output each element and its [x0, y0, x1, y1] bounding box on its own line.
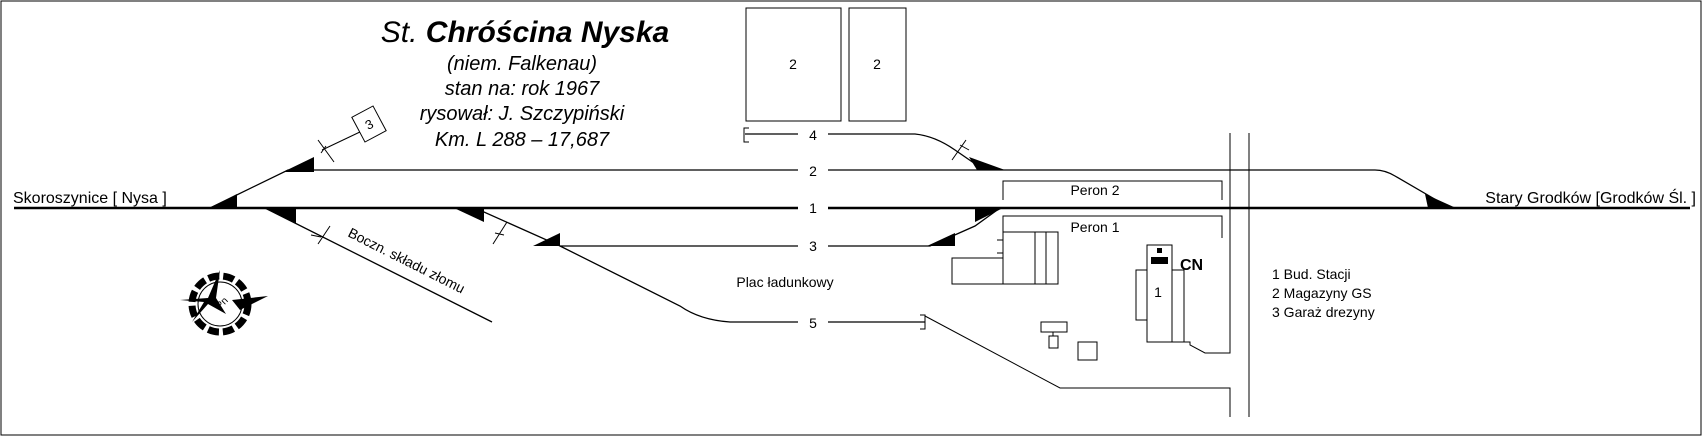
signal-box-marker: [1151, 257, 1168, 264]
signal-track2-left-arm: [321, 130, 363, 151]
track-5: [559, 245, 925, 323]
station-building-annex: [1135, 269, 1149, 321]
switch-frog-track4: [969, 157, 1005, 170]
destination-left: Skoroszynice [ Nysa ]: [13, 190, 167, 207]
switch-frog-track3-inner: [533, 233, 560, 246]
boundary-line-station: [1184, 133, 1231, 354]
freight-ramp: [951, 257, 1004, 285]
platform-1-bracket: [997, 239, 1004, 254]
track-4-label-bg: [798, 125, 828, 143]
signal-track2-left-tick: [320, 145, 327, 154]
platform-1-label: Peron 1: [1070, 219, 1119, 235]
signal-box-label: CN: [1180, 257, 1203, 274]
title-prefix: St.: [381, 16, 418, 49]
track-5-buffer-stop: [920, 314, 926, 330]
north-compass-icon: Pn: [180, 270, 268, 336]
station-title: St. Chróścina Nyska: [381, 16, 669, 49]
signal-box-marker-dot: [1157, 248, 1162, 253]
signal-track3-bar: [492, 221, 508, 245]
compass-arrow-icon: [180, 270, 226, 322]
track-5-label-bg: [798, 313, 828, 331]
signal-track4-arm: [959, 144, 970, 151]
scrap-siding-label: Boczn. składu złomu: [346, 224, 468, 296]
station-building-wing: [1171, 269, 1185, 343]
warehouse-2a: [745, 7, 842, 122]
garage-building-3: 3: [351, 105, 387, 143]
switch-frog-track3-left: [454, 208, 484, 222]
track-1-label: 1: [809, 200, 817, 216]
platform-2-outline: [1002, 180, 1223, 200]
signal-scrap-bar: [317, 225, 331, 245]
title-line-date: stan na: rok 1967: [445, 78, 600, 100]
signal-track3-arm: [494, 232, 505, 236]
track-5-label: 5: [809, 315, 817, 331]
platform-2-label: Peron 2: [1070, 182, 1119, 198]
destination-right: Stary Grodków [Grodków Śl. ]: [1485, 188, 1696, 207]
track-3-label-bg: [798, 237, 828, 255]
signal-track4-bar: [951, 139, 967, 161]
platform-1-outline: [1002, 215, 1223, 238]
track-4-buffer-stop: [743, 127, 749, 143]
track-2: [209, 169, 1451, 209]
title-line-author: rysował: J. Szczypiński: [420, 103, 625, 125]
switch-frog-scrap-siding: [265, 208, 296, 223]
legend-item-3: 3 Garaż drezyny: [1272, 304, 1375, 320]
track-1-label-bg: [798, 198, 828, 216]
platform-shelter: [1002, 231, 1059, 285]
warehouse-2b: [848, 7, 907, 122]
switch-frog-right-main: [1425, 194, 1456, 208]
compass-arrow-tip-icon: [232, 296, 268, 310]
track-4: [745, 133, 985, 171]
title-line-km: Km. L 288 – 17,687: [435, 129, 610, 151]
switch-frog-track3-right: [927, 233, 955, 246]
track-2-label: 2: [809, 163, 817, 179]
track-2-label-bg: [798, 161, 828, 179]
legend-item-1: 1 Bud. Stacji: [1272, 266, 1351, 282]
warehouse-2b-label: 2: [873, 56, 881, 72]
well-square: [1077, 341, 1098, 361]
track-4-label: 4: [809, 127, 817, 143]
small-shed: [1040, 321, 1068, 333]
switch-frog-track3-main: [975, 208, 1003, 222]
legend-item-2: 2 Magazyny GS: [1272, 285, 1372, 301]
signal-scrap-arm: [310, 234, 322, 238]
signal-track2-left-bar: [317, 139, 335, 163]
switch-frog-left-main: [210, 194, 237, 208]
scrap-siding: [264, 207, 493, 323]
title-line-former-name: (niem. Falkenau): [447, 53, 597, 75]
switch-frog-track2-left: [283, 157, 314, 172]
small-shed-base: [1048, 335, 1059, 349]
yard-access-road: [924, 315, 1231, 417]
station-building-1-label: 1: [1154, 284, 1162, 300]
title-name: Chróścina Nyska: [426, 16, 669, 49]
warehouse-2a-label: 2: [789, 56, 797, 72]
track-3-label: 3: [809, 238, 817, 254]
loading-yard-label: Plac ładunkowy: [736, 274, 833, 290]
